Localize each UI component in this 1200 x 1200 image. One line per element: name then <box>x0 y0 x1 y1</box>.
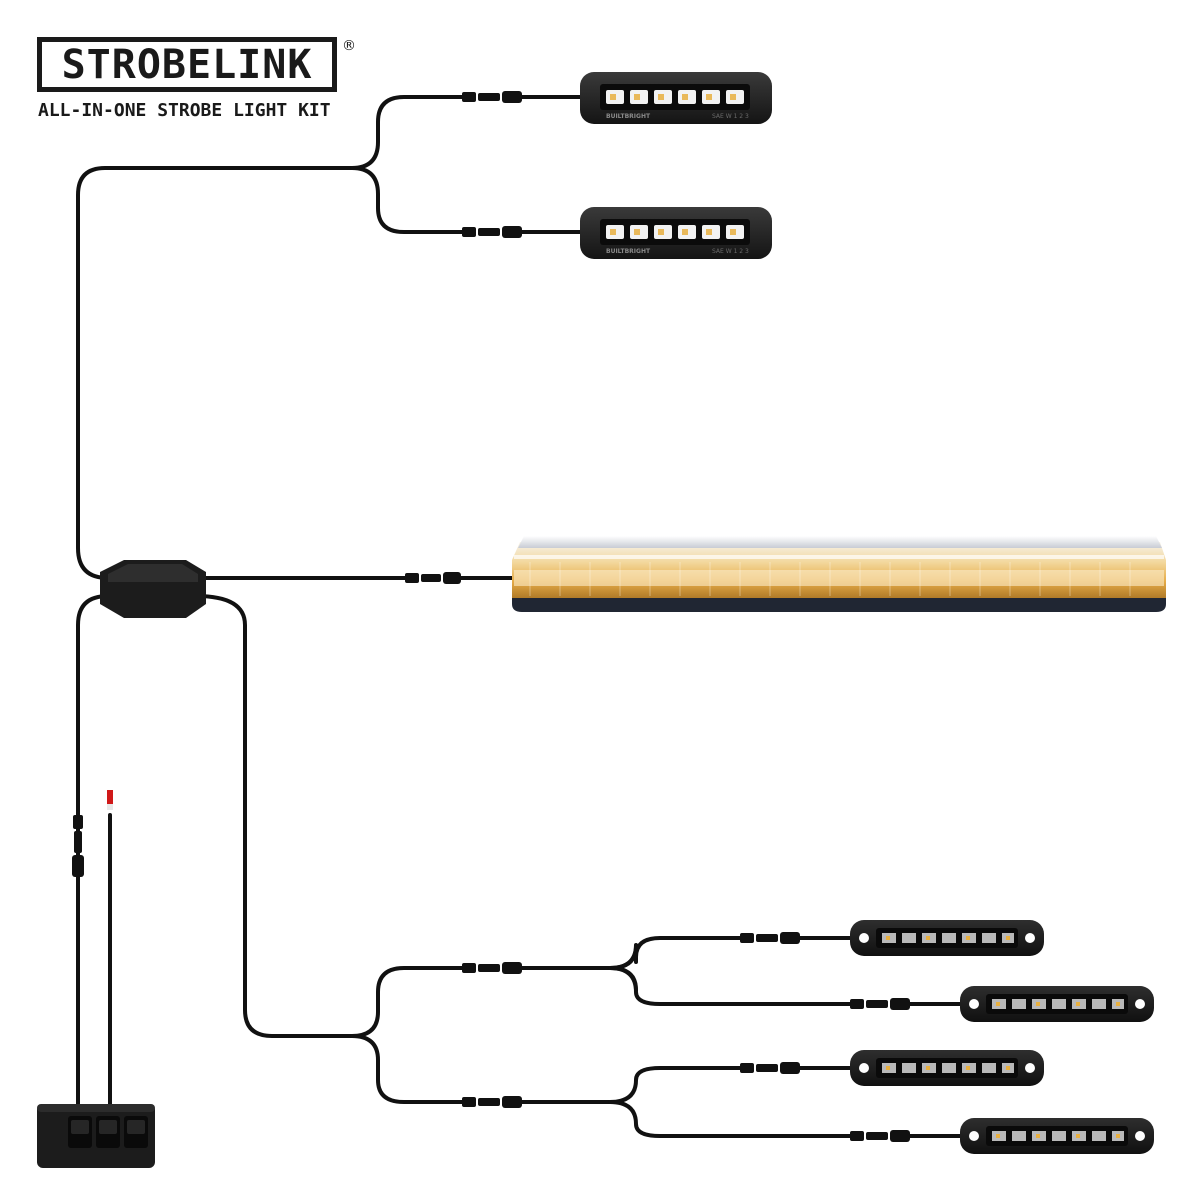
cable-trunk-top <box>76 95 464 580</box>
connector <box>462 1096 522 1108</box>
connector <box>72 815 84 877</box>
connector <box>850 1130 910 1142</box>
registered-mark: ® <box>342 38 356 54</box>
cable-switch-feed <box>76 594 110 1110</box>
brand-tagline: ALL-IN-ONE STROBE LIGHT KIT <box>38 100 331 121</box>
connector <box>462 91 522 103</box>
pod-light-2: BUILTBRIGHT SAE W 1 2 3 <box>580 207 772 259</box>
connector <box>462 962 522 974</box>
rocker-switch-2-icon <box>96 1116 120 1148</box>
connector <box>740 932 800 944</box>
connector <box>462 226 522 238</box>
cable-network <box>76 95 964 1138</box>
pod-rating-text: SAE W 1 2 3 <box>712 248 749 255</box>
cable-split-b-top <box>520 1066 742 1104</box>
cable-split-a-top <box>520 936 742 970</box>
wire-red-tip <box>107 790 113 806</box>
pod-maker-text: BUILTBRIGHT <box>606 113 651 120</box>
connector <box>405 572 461 584</box>
switch-panel <box>37 1104 155 1168</box>
cable-trunk-bottom <box>194 594 464 1104</box>
brand-name: STROBELINK <box>61 41 313 88</box>
controller-module <box>100 560 206 618</box>
cable-branch-upper <box>350 966 464 1038</box>
connectors <box>72 91 910 1142</box>
rocker-switch-1-icon <box>68 1116 92 1148</box>
connector <box>850 998 910 1010</box>
pod-light-1: BUILTBRIGHT SAE W 1 2 3 <box>580 72 772 124</box>
stick-light-4 <box>960 1118 1154 1154</box>
cable-split-b-bottom <box>608 1100 852 1138</box>
brand-logo: STROBELINK <box>37 37 337 92</box>
pod-rating-text: SAE W 1 2 3 <box>712 113 749 120</box>
connector <box>740 1062 800 1074</box>
stick-light-1 <box>850 920 1044 956</box>
rocker-switch-3-icon <box>124 1116 148 1148</box>
stick-light-3 <box>850 1050 1044 1086</box>
cable-branch-pod-2 <box>350 166 464 234</box>
cable-split-a-bottom <box>608 966 852 1006</box>
wire-white-tip <box>107 804 113 810</box>
light-bar <box>512 536 1166 612</box>
pod-maker-text: BUILTBRIGHT <box>606 248 651 255</box>
stick-light-2 <box>960 986 1154 1022</box>
